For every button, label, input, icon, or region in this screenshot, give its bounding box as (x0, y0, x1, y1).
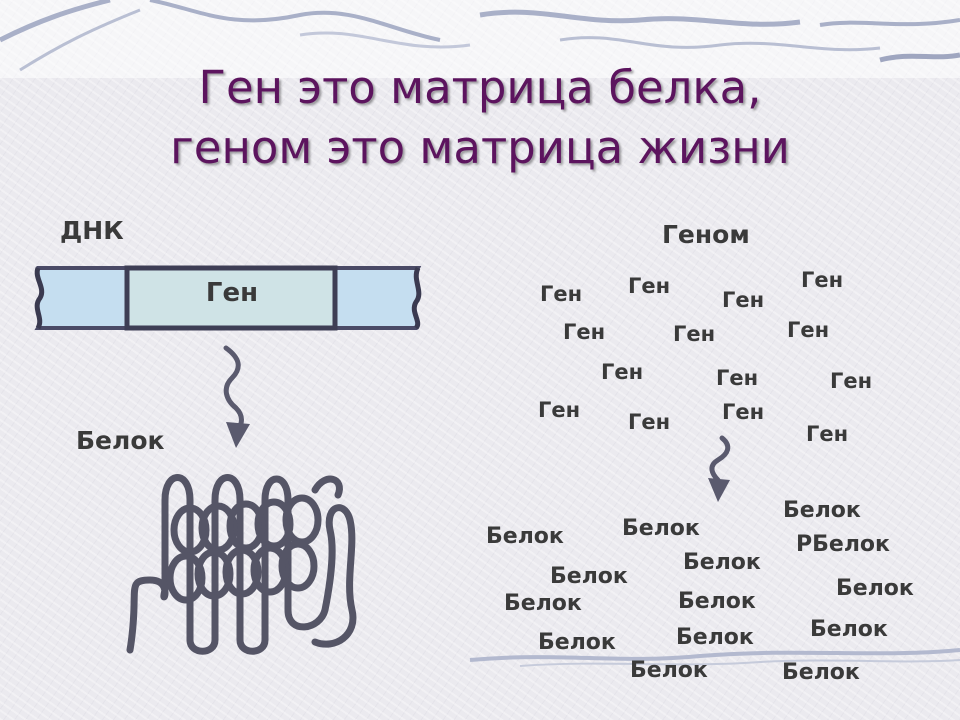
genome-gene: Ген (601, 360, 644, 384)
proteome-protein: Белок (538, 630, 616, 655)
decorative-bottom-wave (469, 648, 960, 667)
proteome-protein: Белок (676, 625, 754, 650)
proteome-protein: Белок (678, 589, 756, 614)
genome-gene: Ген (673, 322, 716, 346)
title-line-2: геном это матрица жизни (170, 121, 790, 174)
genome-gene: Ген (722, 288, 765, 312)
proteome-protein: Белок (783, 498, 861, 523)
squiggle-arrow-down-icon (708, 435, 731, 502)
proteome-protein: Белок (782, 660, 860, 685)
dna-gene-segment-label: Ген (205, 278, 259, 308)
genome-gene: Ген (787, 318, 830, 342)
genome-gene: Ген (628, 274, 671, 298)
folded-protein-illustration (126, 474, 357, 655)
proteome-protein: Белок (504, 591, 582, 616)
proteome-protein: Белок (810, 617, 888, 642)
dna-label: ДНК (60, 216, 124, 245)
genome-gene: Ген (628, 410, 671, 434)
squiggle-arrow-down-icon (223, 345, 250, 448)
genome-gene: Ген (563, 320, 606, 344)
proteome-protein: Белок (630, 658, 708, 683)
proteome-protein: Белок (550, 564, 628, 589)
proteome-protein: Белок (683, 550, 761, 575)
decorative-wave-border (0, 0, 960, 78)
genome-gene: Ген (806, 422, 849, 446)
dna-strip (34, 265, 422, 331)
slide-title: Ген это матрица белка, геном это матрица… (0, 58, 960, 178)
genome-gene: Ген (716, 366, 759, 390)
proteome-protein: РБелок (796, 532, 890, 557)
protein-label: Белок (76, 426, 165, 455)
genome-gene: Ген (722, 400, 765, 424)
title-line-1: Ген это матрица белка, (198, 61, 762, 114)
genome-gene: Ген (830, 369, 873, 393)
genome-gene: Ген (540, 282, 583, 306)
genome-gene: Ген (801, 268, 844, 292)
proteome-protein: Белок (836, 576, 914, 601)
genome-gene: Ген (538, 398, 581, 422)
genome-label: Геном (662, 220, 750, 249)
proteome-protein: Белок (486, 524, 564, 549)
proteome-protein: Белок (622, 516, 700, 541)
